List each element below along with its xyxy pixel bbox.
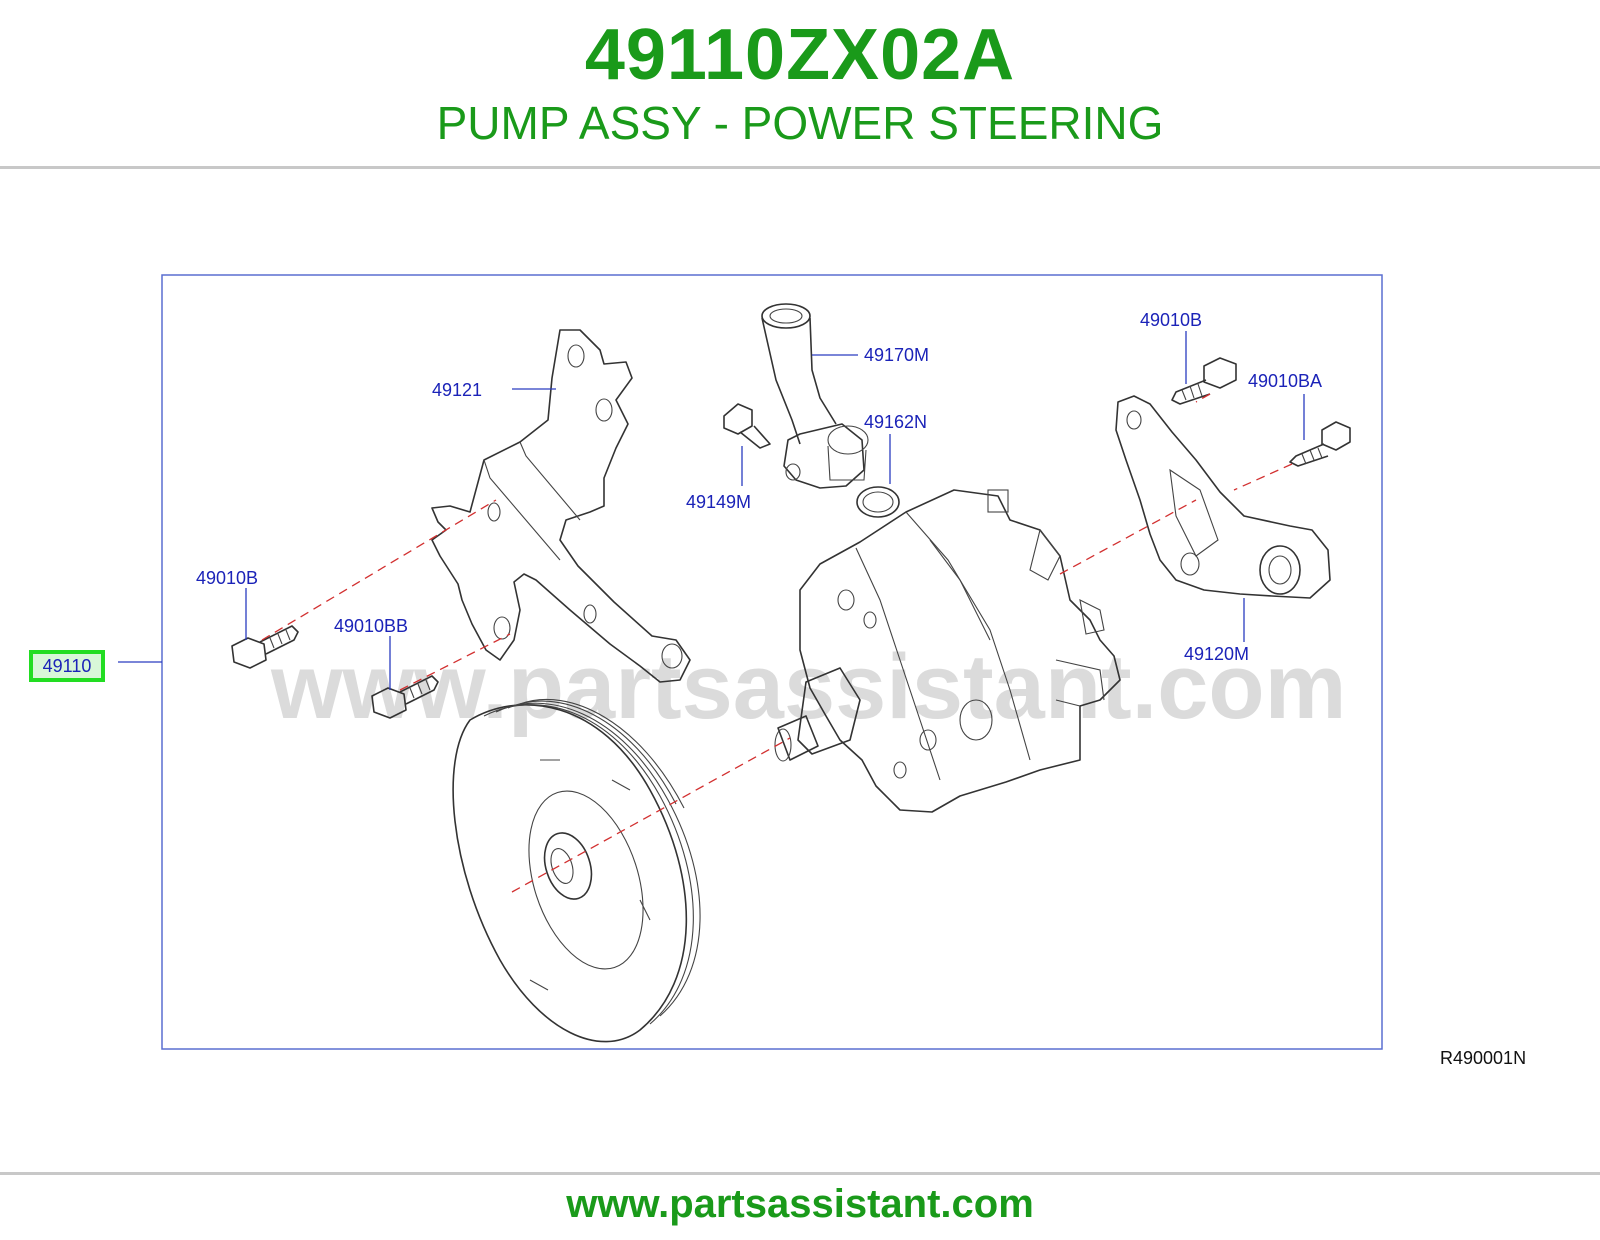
assembly-line-bolt-top-a <box>1233 463 1293 491</box>
part-name-subtitle: PUMP ASSY - POWER STEERING <box>436 97 1164 149</box>
callout-front-bracket[interactable]: 49121 <box>432 380 482 400</box>
front-bracket-part[interactable] <box>431 329 691 683</box>
rear-bracket-part[interactable] <box>1115 395 1331 599</box>
page-header: 49110ZX02A PUMP ASSY - POWER STEERING <box>0 0 1600 168</box>
footer-site-url[interactable]: www.partsassistant.com <box>566 1182 1034 1226</box>
bolt-left-b-part[interactable] <box>371 675 439 719</box>
bolt-top-a-part[interactable] <box>1289 421 1351 467</box>
assembly-line-bolt-top <box>1195 393 1211 403</box>
diagram-reference-code: R490001N <box>1440 1048 1526 1068</box>
pipe-bolt-part[interactable] <box>723 403 771 449</box>
callout-bolt-top-a[interactable]: 49010BA <box>1248 371 1322 391</box>
callout-bolt-left-b[interactable]: 49010BB <box>334 616 408 636</box>
callout-bolt-left[interactable]: 49010B <box>196 568 258 588</box>
selected-callout-49110[interactable]: 49110 <box>29 650 105 682</box>
header-divider <box>0 166 1600 169</box>
callout-bolt-top[interactable]: 49010B <box>1140 310 1202 330</box>
callout-pipe-bolt[interactable]: 49149M <box>686 492 751 512</box>
callout-rear-bracket[interactable]: 49120M <box>1184 644 1249 664</box>
assembly-line-rear-bracket <box>1059 499 1197 575</box>
assembly-line-bolt-left-b <box>399 633 511 691</box>
o-ring-part[interactable] <box>856 486 900 518</box>
pump-body-part[interactable] <box>774 489 1121 813</box>
pulley-part[interactable] <box>452 698 701 1043</box>
callout-o-ring[interactable]: 49162N <box>864 412 927 432</box>
part-number-title: 49110ZX02A <box>584 15 1016 95</box>
suction-pipe-part[interactable] <box>761 303 869 489</box>
callout-pipe[interactable]: 49170M <box>864 345 929 365</box>
assembly-line-bolt-left <box>261 499 497 641</box>
footer-divider <box>0 1172 1600 1175</box>
assembly-line-pulley <box>511 737 791 893</box>
o-ring-inner <box>862 491 894 513</box>
bolt-top-part[interactable] <box>1171 357 1237 405</box>
bolt-left-part[interactable] <box>231 625 299 669</box>
